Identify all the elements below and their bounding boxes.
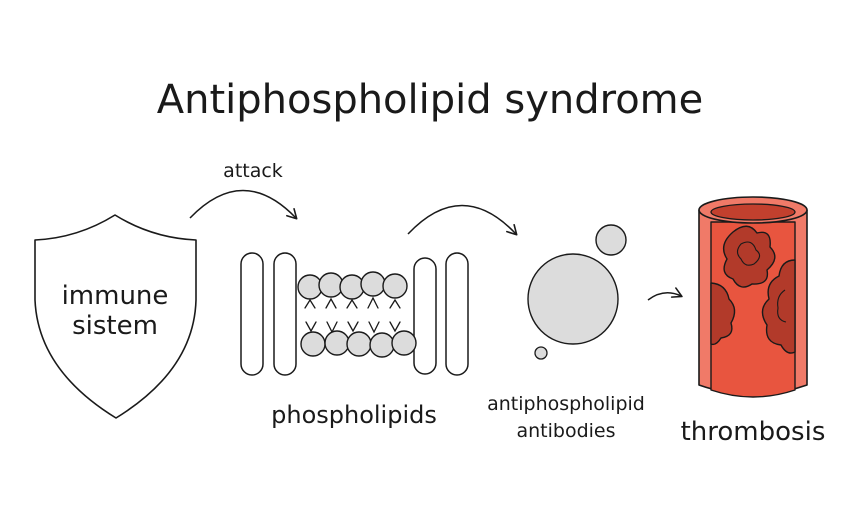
diagram-title: Antiphospholipid syndrome — [157, 77, 703, 123]
immune-system-label-line1: immune — [62, 281, 169, 311]
arrow-icon — [407, 204, 518, 236]
blood-vessel-icon — [698, 196, 808, 398]
phospholipid-tail — [389, 321, 401, 333]
phospholipid-tail — [304, 298, 316, 309]
blood-clot-icon — [710, 282, 736, 346]
phospholipid-tail — [346, 298, 358, 309]
phospholipid-head — [391, 330, 417, 356]
phospholipid-tail — [305, 321, 317, 333]
antibodies-label-line2: antibodies — [516, 420, 615, 442]
arrow-icon — [647, 287, 683, 301]
shield-icon — [34, 214, 197, 419]
lipid-bilayer-icon — [240, 252, 469, 376]
phospholipid-head — [339, 274, 365, 300]
phospholipid-tail — [347, 321, 359, 333]
phospholipid-head — [360, 271, 386, 297]
phospholipid-head — [346, 331, 372, 357]
attack-label: attack — [223, 160, 283, 182]
phospholipid-head — [297, 274, 323, 300]
phospholipid-tail — [368, 321, 380, 334]
membrane-bar-right-inner — [413, 257, 437, 375]
membrane-bar-left-inner — [273, 252, 297, 376]
thrombosis-label: thrombosis — [681, 417, 826, 447]
antibody-small — [534, 346, 548, 360]
phospholipid-head — [324, 330, 350, 356]
antibodies-label-line1: antiphospholipid — [487, 393, 645, 415]
antibody-large — [527, 253, 619, 345]
phospholipid-head — [369, 332, 395, 358]
blood-clot-icon — [722, 225, 776, 288]
membrane-bar-left-outer — [240, 252, 264, 376]
phospholipid-head — [300, 331, 326, 357]
antibody-icon — [527, 224, 627, 360]
phospholipid-tail — [325, 297, 337, 309]
attack-arrow-icon — [189, 189, 298, 220]
membrane-bar-right-outer — [445, 252, 469, 376]
phospholipid-tail — [389, 298, 401, 309]
phospholipids-label: phospholipids — [271, 401, 437, 429]
antibody-medium — [595, 224, 627, 256]
immune-system-label-line2: sistem — [72, 311, 158, 341]
phospholipid-head — [318, 272, 344, 298]
blood-clot-icon — [761, 259, 796, 354]
phospholipid-head — [382, 273, 408, 299]
phospholipid-tail — [367, 296, 379, 309]
